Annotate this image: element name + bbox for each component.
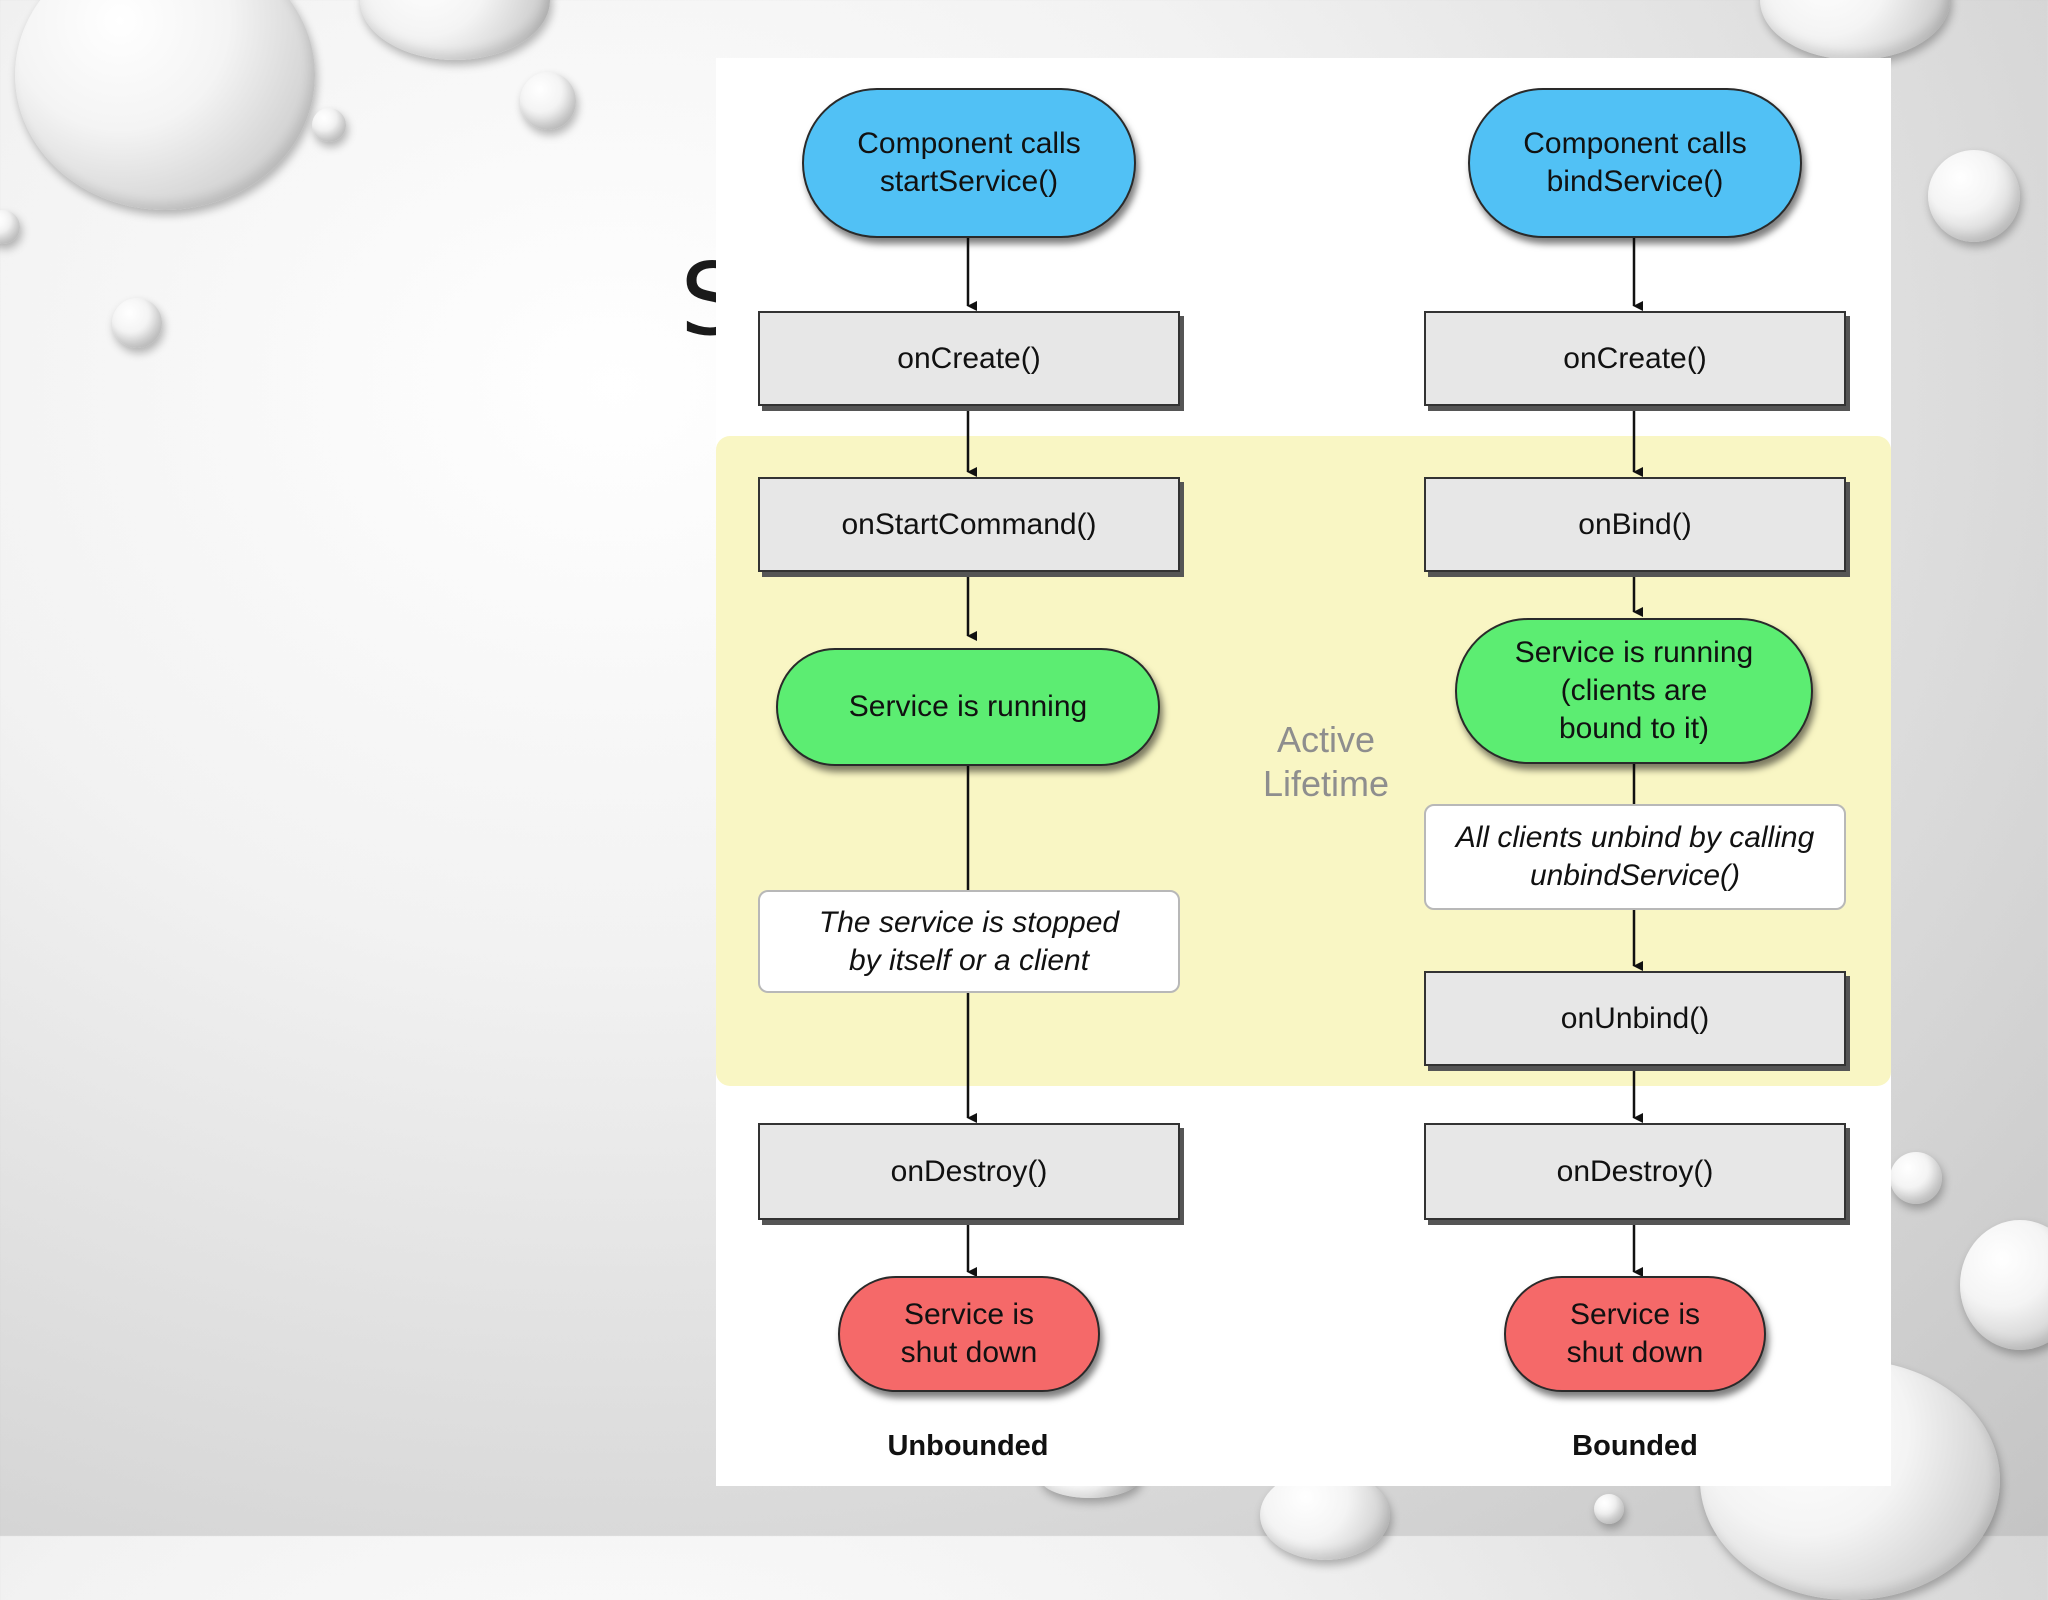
water-drop [1760, 0, 1950, 60]
clients-unbind-note: All clients unbind by calling unbindServ… [1424, 804, 1846, 910]
service-stopped-note: The service is stopped by itself or a cl… [758, 890, 1180, 993]
water-drop [0, 210, 20, 244]
service-lifecycle-diagram: Active Lifetime Component calls startSe [716, 58, 1891, 1486]
on-destroy-node-unbounded: onDestroy() [758, 1123, 1180, 1220]
service-shutdown-node-bounded: Service is shut down [1504, 1276, 1766, 1392]
active-lifetime-label: Active Lifetime [1262, 719, 1390, 804]
water-drop [1594, 1494, 1624, 1524]
bounded-label: Bounded [1572, 1430, 1698, 1462]
connector-arrows [966, 238, 1643, 1277]
service-running-node-bounded: Service is running (clients are bound to… [1455, 618, 1813, 764]
on-bind-node: onBind() [1424, 477, 1846, 572]
water-drop [1890, 1152, 1942, 1204]
water-drop [360, 0, 550, 60]
on-destroy-node-bounded: onDestroy() [1424, 1123, 1846, 1220]
on-start-command-node: onStartCommand() [758, 477, 1180, 572]
unbounded-label: Unbounded [887, 1430, 1049, 1462]
on-create-node-bounded: onCreate() [1424, 311, 1846, 406]
water-drop [112, 298, 162, 348]
water-drop [15, 0, 315, 210]
service-running-node-unbounded: Service is running [776, 648, 1160, 766]
start-service-node: Component calls startService() [802, 88, 1136, 238]
water-drop [1960, 1220, 2048, 1350]
on-unbind-node: onUnbind() [1424, 971, 1846, 1066]
service-shutdown-node-unbounded: Service is shut down [838, 1276, 1100, 1392]
water-drop [312, 108, 346, 142]
bind-service-node: Component calls bindService() [1468, 88, 1802, 238]
water-drop [1928, 150, 2020, 242]
water-drop [520, 72, 576, 130]
on-create-node-unbounded: onCreate() [758, 311, 1180, 406]
